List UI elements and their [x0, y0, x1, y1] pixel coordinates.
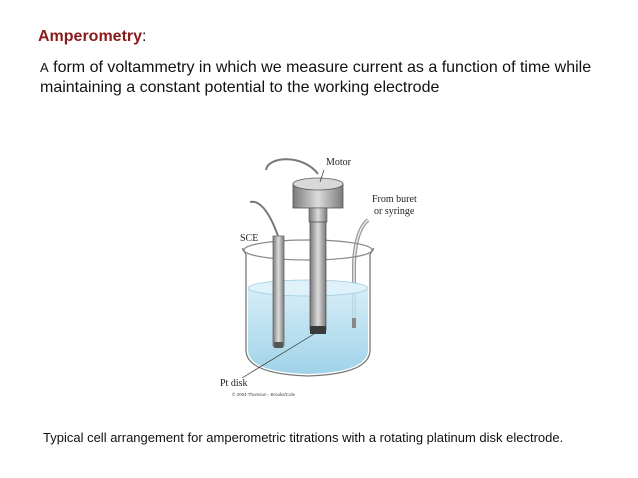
motor-top — [292, 177, 344, 191]
motor-leader — [319, 169, 325, 183]
title-text: Amperometry — [38, 28, 143, 45]
pt-disk-leader — [241, 333, 315, 379]
intro-text: form of voltammetry in which we measure … — [40, 59, 592, 96]
buret-label-line1: From buret — [372, 194, 417, 205]
slide-title: Amperometry: — [38, 28, 146, 46]
solution — [248, 288, 368, 374]
figure-caption: Typical cell arrangement for amperometri… — [43, 430, 564, 445]
pt-disk-tip — [310, 326, 326, 334]
title-colon: : — [142, 28, 147, 45]
pt-disk-label: Pt disk — [220, 378, 248, 389]
sce-label: SCE — [240, 233, 258, 244]
motor-cable — [265, 158, 319, 175]
buret-tip — [352, 318, 356, 328]
motor-label: Motor — [326, 157, 352, 168]
rotating-shaft — [309, 221, 327, 331]
intro-paragraph: A form of voltammetry in which we measur… — [40, 58, 620, 98]
beaker-rim — [243, 239, 373, 261]
intro-first-letter: A — [40, 60, 49, 75]
sce-cable — [249, 200, 279, 237]
amperometric-cell-diagram: Motor From buret or syringe SCE Pt disk … — [220, 157, 417, 397]
sce-electrode — [272, 235, 285, 347]
copyright-label: © 2004 Thomson - Brooks/Cole — [232, 391, 296, 397]
beaker-wall — [245, 254, 371, 377]
buret-label-line2: or syringe — [374, 206, 415, 217]
